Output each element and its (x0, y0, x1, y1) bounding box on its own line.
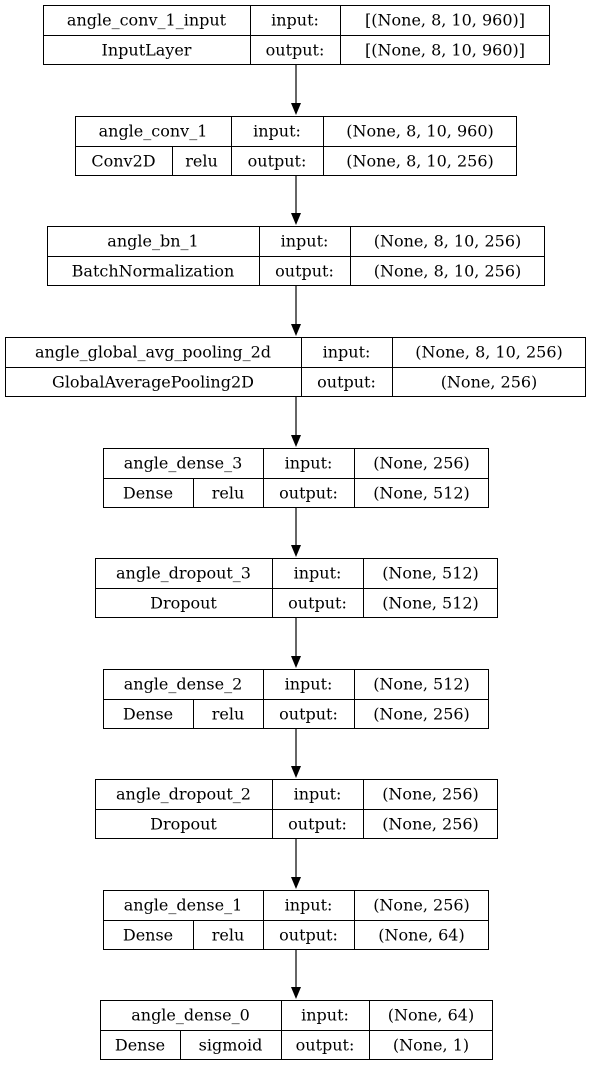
input-label: input: (294, 785, 342, 804)
output-shape: (None, 256) (373, 705, 470, 724)
input-shape: [(None, 8, 10, 960)] (365, 11, 525, 30)
layer-type: GlobalAveragePooling2D (52, 373, 254, 392)
output-label: output: (279, 484, 338, 503)
layer-type: Dense (123, 705, 173, 724)
layer-type: Dense (123, 926, 173, 945)
input-shape: (None, 8, 10, 256) (374, 232, 521, 251)
input-shape: (None, 64) (388, 1006, 474, 1025)
layer-name: angle_conv_1 (99, 122, 208, 141)
flow-arrow (291, 508, 301, 557)
output-label: output: (288, 815, 347, 834)
arrow-head-icon (291, 656, 301, 668)
output-shape: [(None, 8, 10, 960)] (365, 41, 525, 60)
input-label: input: (285, 454, 333, 473)
layer-type: InputLayer (102, 41, 192, 60)
layer-name: angle_global_avg_pooling_2d (35, 343, 271, 362)
layer-name: angle_dense_1 (124, 896, 243, 915)
layer-type: Dense (115, 1036, 165, 1055)
arrow-head-icon (291, 987, 301, 999)
input-shape: (None, 512) (382, 564, 479, 583)
input-shape: (None, 256) (373, 896, 470, 915)
flow-arrow (291, 286, 301, 336)
input-label: input: (285, 896, 333, 915)
input-label: input: (281, 232, 329, 251)
input-shape: (None, 8, 10, 960) (346, 122, 493, 141)
layer-name: angle_dense_0 (131, 1006, 250, 1025)
flow-arrow (291, 176, 301, 225)
output-shape: (None, 256) (382, 815, 479, 834)
output-label: output: (275, 262, 334, 281)
layer-type: BatchNormalization (72, 262, 235, 281)
arrow-head-icon (291, 435, 301, 447)
output-shape: (None, 1) (393, 1036, 469, 1055)
flow-arrow (291, 618, 301, 668)
layer-type: Dropout (150, 594, 217, 613)
output-label: output: (317, 373, 376, 392)
flow-arrow (291, 729, 301, 778)
flow-arrow (291, 65, 301, 115)
arrow-head-icon (291, 877, 301, 889)
arrow-head-icon (291, 213, 301, 225)
output-label: output: (296, 1036, 355, 1055)
output-label: output: (288, 594, 347, 613)
input-shape: (None, 256) (373, 454, 470, 473)
layer-name: angle_dense_2 (124, 675, 243, 694)
output-label: output: (279, 705, 338, 724)
input-shape: (None, 512) (373, 675, 470, 694)
layer-type: Dropout (150, 815, 217, 834)
layer-node-angle_global_avg_pooling_2d: angle_global_avg_pooling_2dGlobalAverage… (5, 337, 586, 397)
layer-type: Conv2D (91, 152, 155, 171)
arrow-head-icon (291, 324, 301, 336)
arrow-head-icon (291, 766, 301, 778)
input-shape: (None, 256) (382, 785, 479, 804)
flow-arrow (291, 839, 301, 889)
input-label: input: (323, 343, 371, 362)
layer-name: angle_dense_3 (124, 454, 243, 473)
output-shape: (None, 8, 10, 256) (374, 262, 521, 281)
layer-type: Dense (123, 484, 173, 503)
output-shape: (None, 256) (441, 373, 538, 392)
layer-activation: relu (185, 152, 218, 171)
input-label: input: (301, 1006, 349, 1025)
arrow-head-icon (291, 545, 301, 557)
layer-activation: sigmoid (199, 1036, 263, 1055)
output-shape: (None, 64) (378, 926, 464, 945)
layer-name: angle_bn_1 (107, 232, 198, 251)
output-label: output: (279, 926, 338, 945)
input-shape: (None, 8, 10, 256) (415, 343, 562, 362)
input-label: input: (271, 11, 319, 30)
arrow-head-icon (291, 103, 301, 115)
input-label: input: (253, 122, 301, 141)
flow-arrow (291, 397, 301, 447)
layer-activation: relu (212, 484, 245, 503)
output-shape: (None, 512) (382, 594, 479, 613)
flow-arrow (291, 950, 301, 999)
layer-activation: relu (212, 926, 245, 945)
output-shape: (None, 512) (373, 484, 470, 503)
layer-name: angle_dropout_2 (116, 785, 251, 804)
layer-name: angle_dropout_3 (116, 564, 251, 583)
output-shape: (None, 8, 10, 256) (346, 152, 493, 171)
layer-activation: relu (212, 705, 245, 724)
layer-name: angle_conv_1_input (67, 11, 227, 30)
input-label: input: (285, 675, 333, 694)
output-label: output: (266, 41, 325, 60)
input-label: input: (294, 564, 342, 583)
output-label: output: (248, 152, 307, 171)
